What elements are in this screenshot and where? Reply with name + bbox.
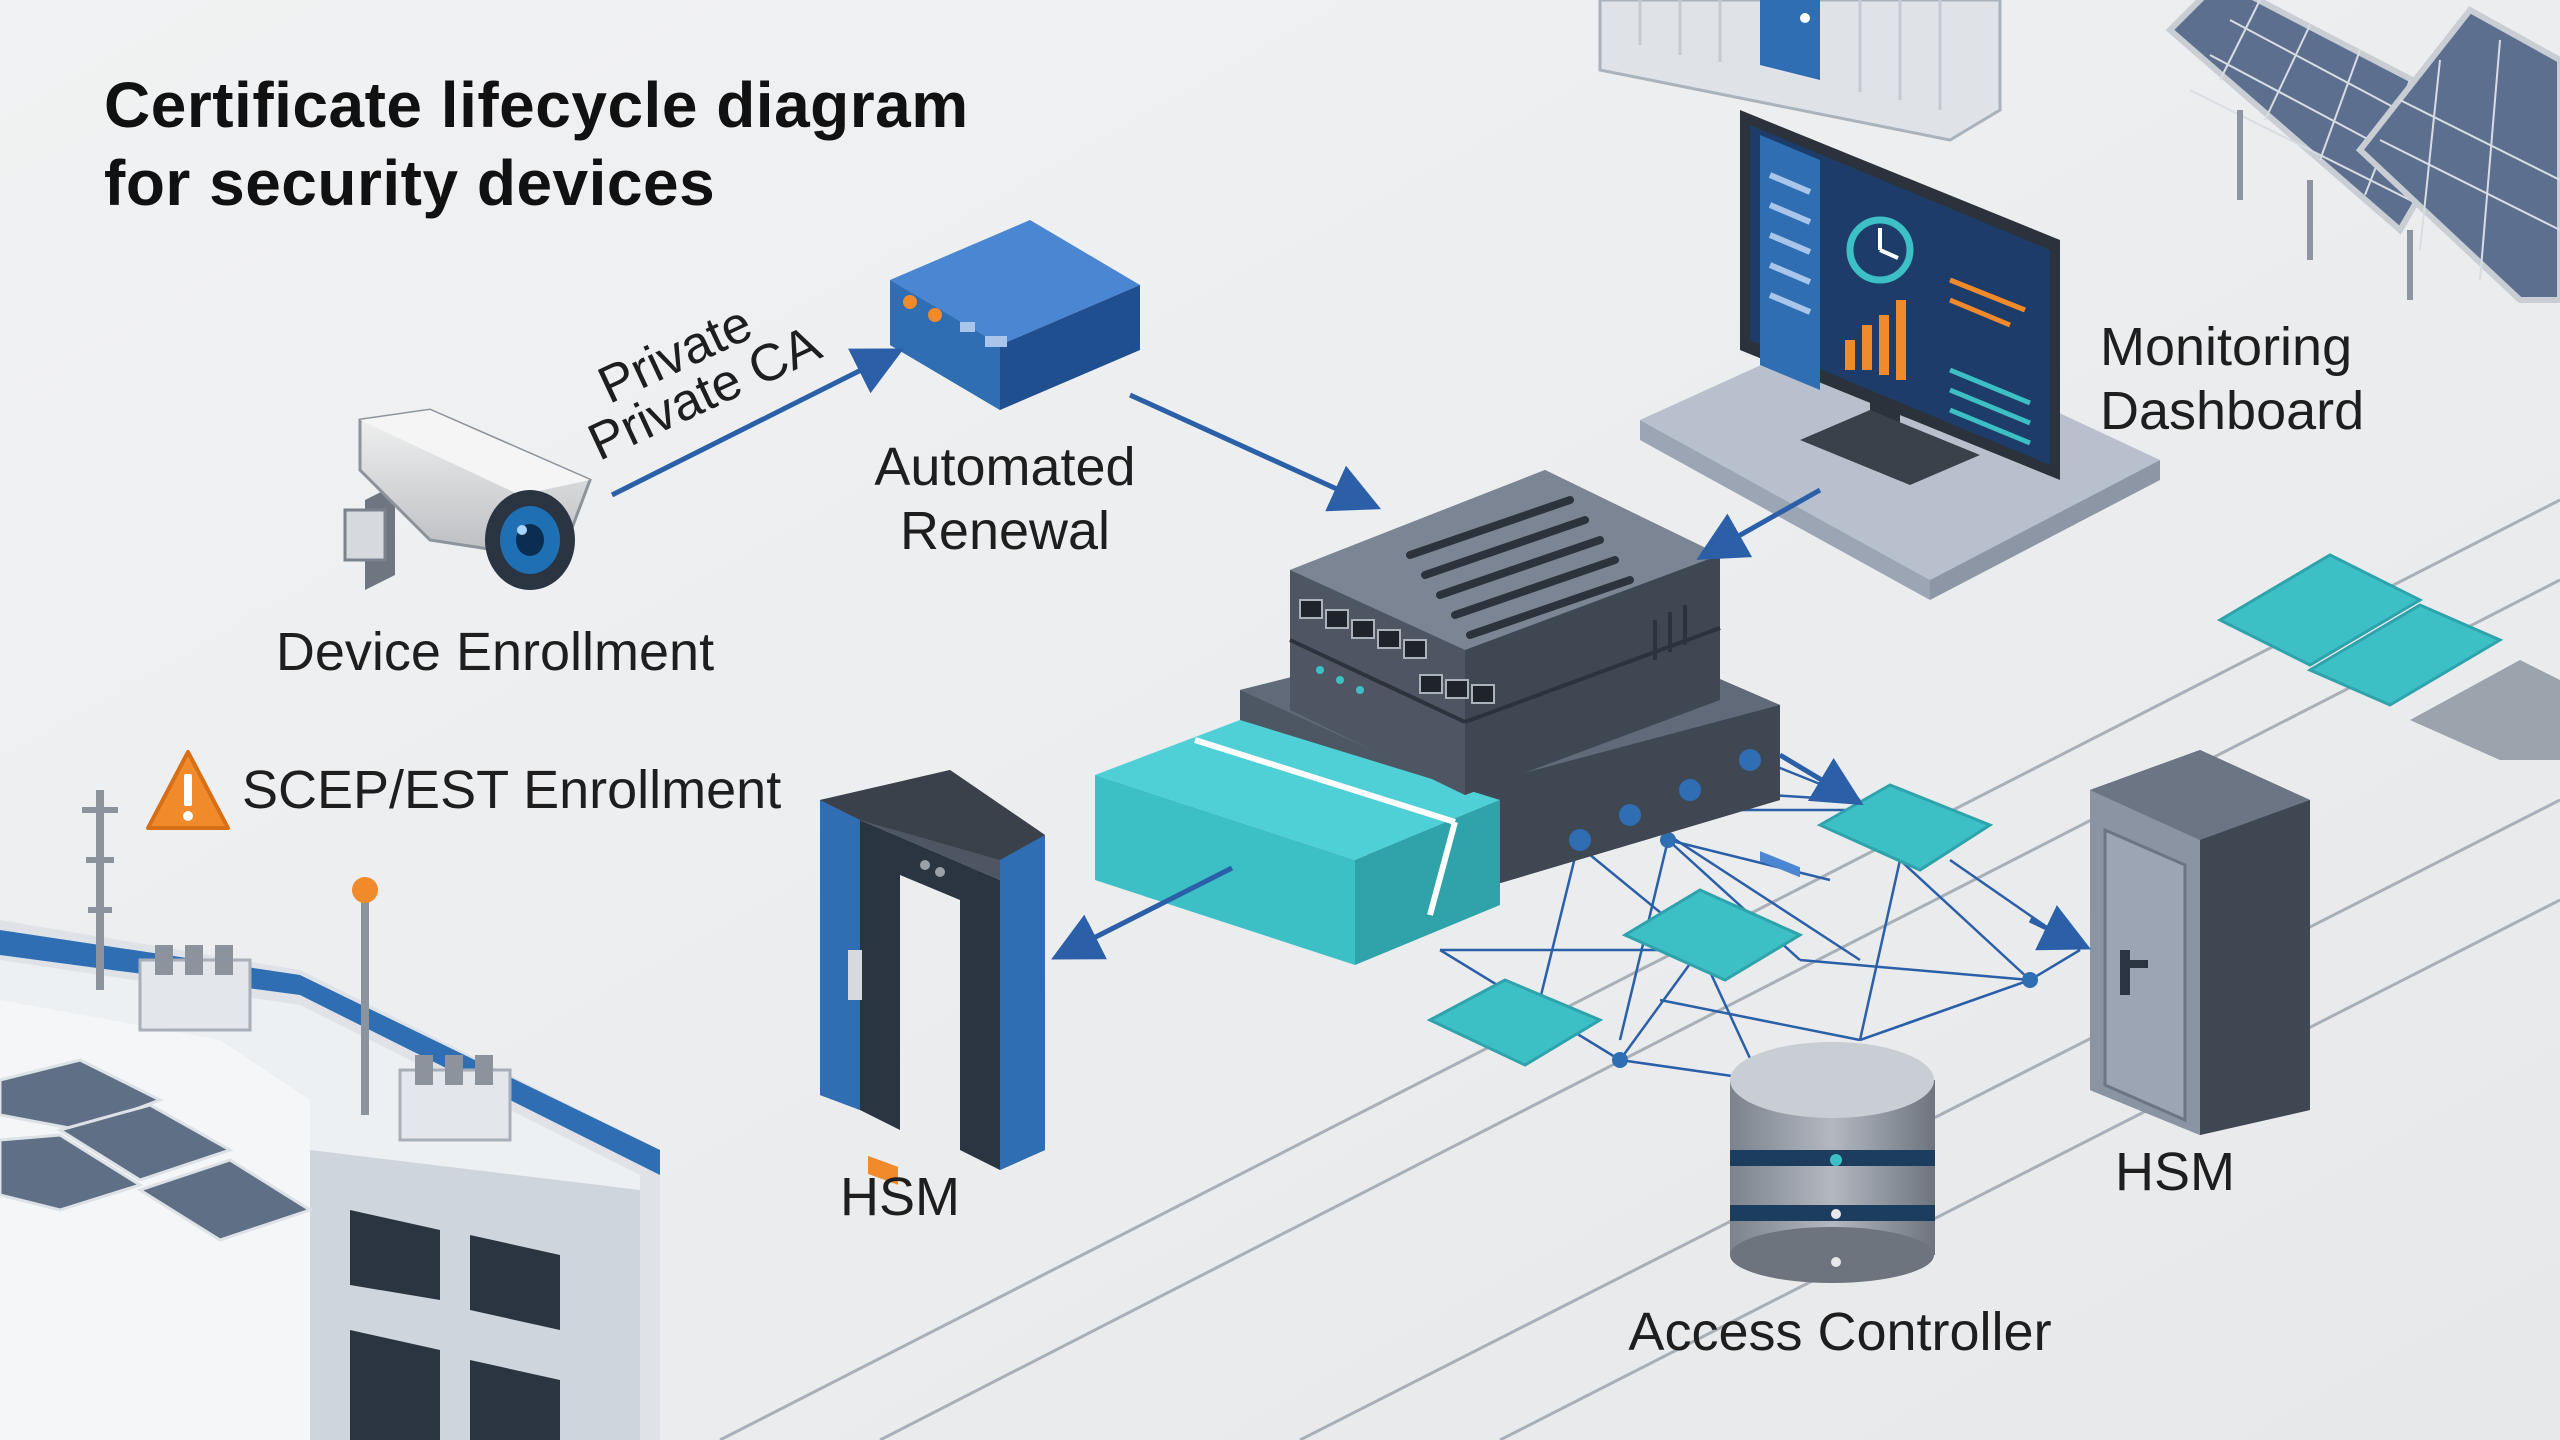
label-monitoring-dashboard: Monitoring Dashboard [2100,317,2365,441]
network-switch-icon [1095,470,1780,965]
teal-tiles [2216,553,2560,760]
title-line-2: for security devices [104,147,716,219]
security-camera-icon [343,408,592,590]
hsm-gate-icon [820,770,1045,1185]
label-automated-renewal: Automated Renewal [874,437,1136,561]
label-hsm-right: HSM [2115,1142,2235,1202]
title-line-1: Certificate lifecycle diagram [104,69,969,141]
private-ca-appliance-icon [890,220,1140,410]
mesh-tiles [1426,783,1994,1067]
label-device-enrollment: Device Enrollment [275,622,715,682]
hsm-door-icon [2090,750,2310,1135]
warning-icon [146,750,230,830]
database-icon [1730,1042,1935,1283]
building-icon [1598,0,2002,142]
flow-arrows [610,348,2092,960]
page-title: Certificate lifecycle diagram for securi… [104,66,969,222]
label-hsm-left: HSM [840,1167,960,1227]
building-icon [0,790,660,1440]
label-scep-est-enrollment: SCEP/EST Enrollment [242,760,782,820]
solar-panel-icon [2165,0,2560,303]
label-access-controller: Access Controller [1628,1302,2052,1362]
